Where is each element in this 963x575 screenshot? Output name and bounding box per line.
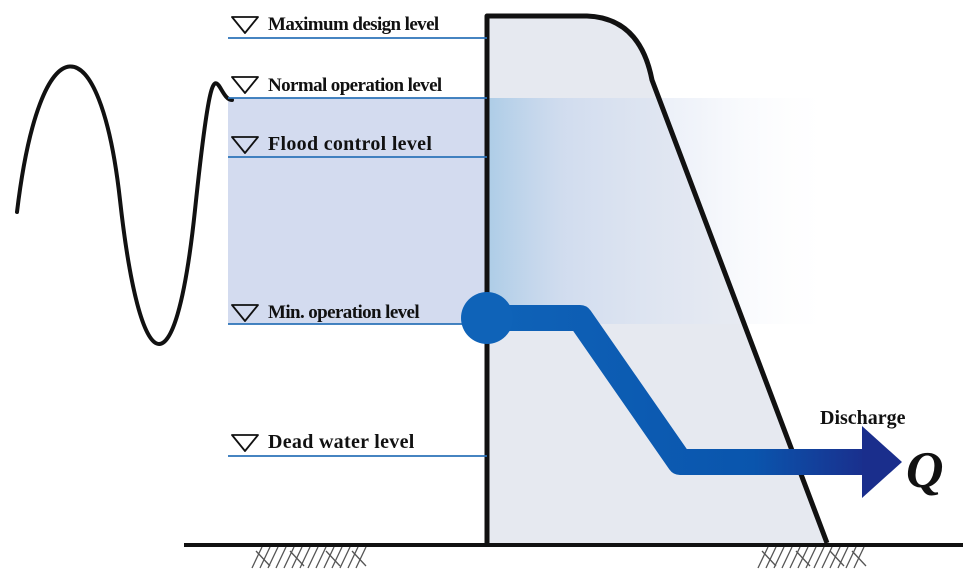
intake-circle — [461, 292, 513, 344]
level-markers — [231, 16, 259, 452]
dam-outline — [484, 13, 830, 544]
normal-operation-level-label: Normal operation level — [268, 75, 442, 96]
ground-hatch-right — [757, 546, 867, 569]
seepage-gradient — [487, 98, 837, 324]
dead-water-marker-icon — [231, 434, 259, 452]
arrow-right-icon — [862, 426, 902, 498]
discharge-symbol: Q — [906, 442, 944, 499]
flood-control-marker-icon — [231, 136, 259, 154]
ground-hatch-left — [251, 546, 367, 569]
wave-icon — [15, 64, 234, 346]
outlet-pipe — [487, 305, 868, 475]
maximum-design-marker-icon — [231, 16, 259, 34]
normal-operation-marker-icon — [231, 76, 259, 94]
level-lines — [228, 37, 487, 457]
dead-water-level-label: Dead water level — [268, 431, 415, 453]
min-operation-marker-icon — [231, 304, 259, 322]
flood-control-level-label: Flood control level — [268, 133, 432, 155]
discharge-label: Discharge — [820, 407, 906, 429]
maximum-design-level-label: Maximum design level — [268, 14, 439, 35]
min-operation-level-label: Min. operation level — [268, 302, 419, 323]
reservoir-water — [228, 98, 487, 324]
